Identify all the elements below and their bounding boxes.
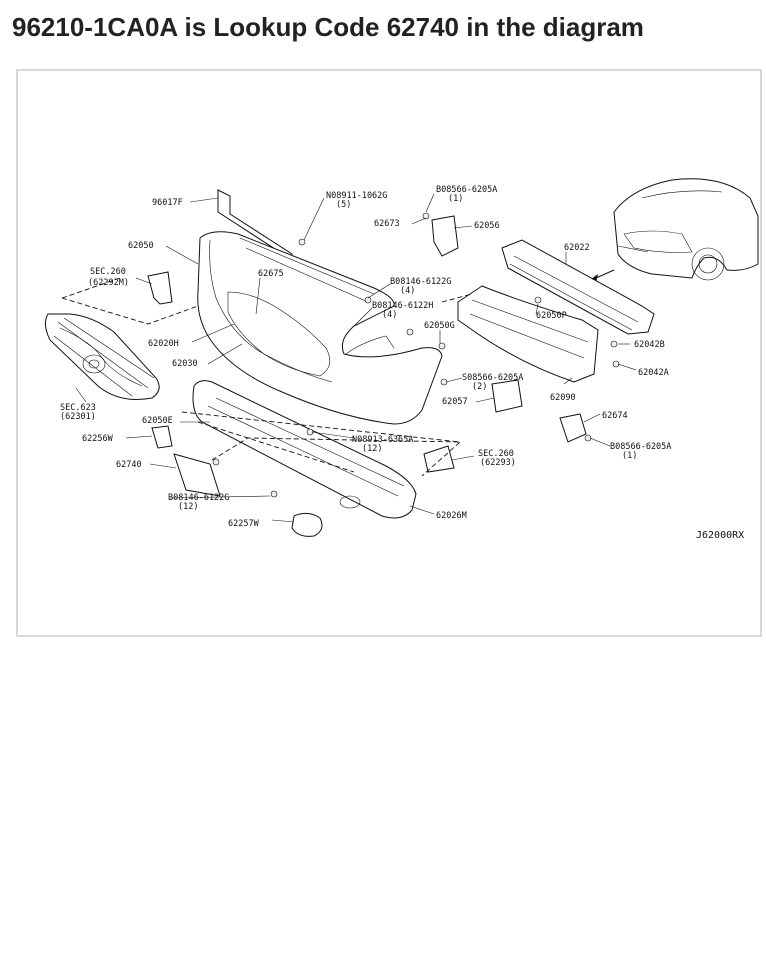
- label-b08146-6122G-lower: B08146-6122G: [168, 493, 229, 503]
- label-62257W: 62257W: [228, 519, 260, 529]
- side-bracket-left: [147, 271, 173, 305]
- car-silhouette: [586, 178, 759, 283]
- label-n08913: N08913-6365A: [352, 435, 413, 445]
- label-62042A: 62042A: [638, 368, 669, 378]
- label-s08566-qty: (2): [472, 382, 487, 392]
- label-62057: 62057: [442, 397, 468, 407]
- label-62740: 62740: [116, 460, 142, 470]
- label-sec623: SEC.623: [60, 403, 96, 413]
- fasteners: [212, 212, 620, 498]
- lower-spoiler: [192, 380, 417, 519]
- label-n08911: N08911-1062G: [326, 191, 387, 201]
- diagram-code: J62000RX: [696, 530, 744, 541]
- bumper-fascia: [197, 231, 443, 425]
- label-62050: 62050: [128, 241, 154, 251]
- energy-absorber: [457, 285, 599, 383]
- label-96017F: 96017F: [152, 198, 183, 208]
- part-62674: [559, 413, 587, 443]
- bumper-exploded-view: 96017F 62050 SEC.260 (62292M) N08911-106…: [44, 178, 759, 541]
- label-62030: 62030: [172, 359, 198, 369]
- assembly-lines: [61, 277, 473, 477]
- label-sec260-lower: SEC.260: [478, 449, 514, 459]
- label-b08146-6122G-upper-qty: (4): [400, 286, 415, 296]
- part-62056: [431, 215, 459, 257]
- label-62042B: 62042B: [634, 340, 665, 350]
- label-b08146-6122H: B08146-6122H: [372, 301, 433, 311]
- label-sec260-lower-sub: (62293): [480, 458, 516, 468]
- page-title: 96210-1CA0A is Lookup Code 62740 in the …: [12, 12, 644, 42]
- part-62257W: [291, 512, 323, 537]
- label-62090: 62090: [550, 393, 576, 403]
- upper-bracket: [217, 189, 293, 261]
- label-62056: 62056: [474, 221, 500, 231]
- label-n08913-qty: (12): [362, 444, 382, 454]
- label-b08566-lower: B08566-6205A: [610, 442, 671, 452]
- label-sec260-upper-sub: (62292M): [88, 278, 129, 288]
- label-b08566-lower-qty: (1): [622, 451, 637, 461]
- label-62050P: 62050P: [536, 311, 567, 321]
- label-b08566-upper: B08566-6205A: [436, 185, 497, 195]
- label-62050G: 62050G: [424, 321, 455, 331]
- label-n08911-qty: (5): [336, 200, 351, 210]
- label-b08146-6122G-lower-qty: (12): [178, 502, 198, 512]
- label-sec623-sub: (62301): [60, 412, 96, 422]
- label-62675: 62675: [258, 269, 284, 279]
- label-62026M: 62026M: [436, 511, 467, 521]
- label-62674: 62674: [602, 411, 628, 421]
- label-62050E: 62050E: [142, 416, 173, 426]
- label-62020H: 62020H: [148, 339, 179, 349]
- leader-lines: [75, 193, 637, 523]
- bumper-reinforcement: [501, 239, 655, 335]
- part-62740: [173, 453, 221, 497]
- part-62256W: [151, 425, 173, 449]
- part-62057: [491, 379, 523, 413]
- label-s08566: S08566-6205A: [462, 373, 523, 383]
- label-b08566-upper-qty: (1): [448, 194, 463, 204]
- label-sec260-upper: SEC.260: [90, 267, 126, 277]
- front-grille: [44, 313, 160, 400]
- label-62022: 62022: [564, 243, 590, 253]
- label-b08146-6122H-qty: (4): [382, 310, 397, 320]
- part-sec260-lower: [423, 445, 455, 473]
- label-62256W: 62256W: [82, 434, 114, 444]
- parts-diagram: 96017F 62050 SEC.260 (62292M) N08911-106…: [16, 69, 762, 637]
- label-b08146-6122G-upper: B08146-6122G: [390, 277, 451, 287]
- label-62673: 62673: [374, 219, 400, 229]
